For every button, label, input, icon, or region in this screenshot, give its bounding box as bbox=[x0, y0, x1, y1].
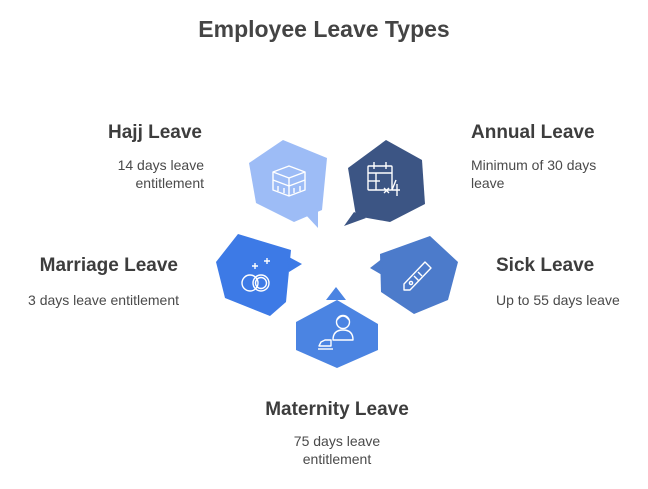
maternity-pointer bbox=[326, 287, 346, 300]
sick-leave-desc-line: Up to 55 days leave bbox=[496, 292, 620, 308]
calendar-multiply-icon bbox=[367, 162, 400, 196]
sick-leave-node bbox=[370, 236, 458, 314]
wedding-rings-icon bbox=[241, 258, 270, 292]
maternity-leave-desc: 75 days leave entitlement bbox=[200, 432, 474, 468]
kaaba-icon bbox=[272, 165, 306, 197]
hajj-leave-desc-line: 14 days leave bbox=[117, 157, 204, 173]
hajj-hexagon bbox=[249, 140, 327, 222]
annual-leave-node bbox=[344, 140, 425, 226]
hajj-leave-heading: Hajj Leave bbox=[108, 122, 202, 143]
sick-pointer bbox=[370, 258, 383, 275]
maternity-leave-desc-line: entitlement bbox=[302, 451, 372, 467]
hajj-pointer bbox=[305, 208, 318, 228]
marriage-hexagon bbox=[216, 234, 291, 316]
sick-leave-heading: Sick Leave bbox=[496, 255, 595, 276]
maternity-leave-node bbox=[296, 287, 378, 368]
marriage-leave-node bbox=[216, 234, 302, 316]
annual-hexagon bbox=[348, 140, 425, 222]
marriage-leave-desc: 3 days leave entitlement bbox=[28, 291, 179, 309]
maternity-leave-desc-line: 75 days leave bbox=[293, 433, 381, 449]
marriage-leave-heading: Marriage Leave bbox=[39, 255, 178, 276]
hajj-leave-desc: 14 days leave entitlement bbox=[118, 156, 204, 192]
annual-pointer bbox=[344, 212, 366, 226]
sick-hexagon bbox=[380, 236, 458, 314]
mother-baby-icon bbox=[318, 314, 354, 350]
hajj-leave-desc-line: entitlement bbox=[135, 175, 204, 191]
annual-leave-desc-line: Minimum of 30 days bbox=[471, 157, 597, 173]
marriage-leave-desc-line: 3 days leave entitlement bbox=[28, 292, 179, 308]
annual-leave-desc: Minimum of 30 days leave bbox=[471, 156, 596, 192]
hajj-leave-node bbox=[249, 140, 327, 228]
annual-leave-heading: Annual Leave bbox=[471, 122, 595, 143]
sick-leave-desc: Up to 55 days leave bbox=[496, 291, 620, 309]
annual-leave-desc-line: leave bbox=[471, 175, 505, 191]
diagram-title: Employee Leave Types bbox=[198, 16, 450, 42]
maternity-leave-heading: Maternity Leave bbox=[265, 399, 409, 420]
maternity-hexagon bbox=[296, 300, 378, 368]
marriage-pointer bbox=[287, 256, 302, 272]
thermometer-icon bbox=[403, 261, 432, 291]
